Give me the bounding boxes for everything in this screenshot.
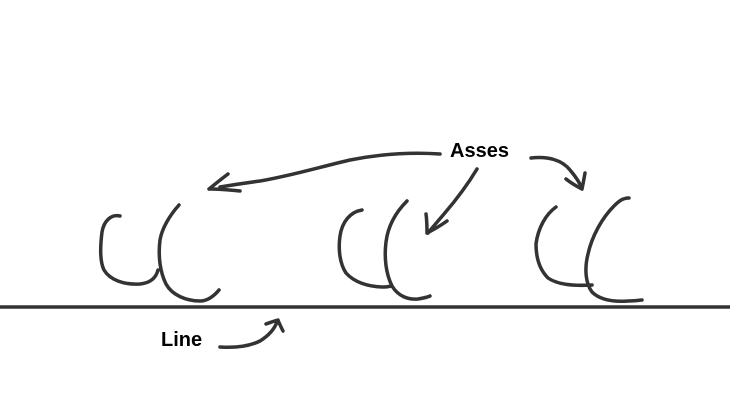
butt-right-cheek-2 <box>584 196 644 303</box>
arrow-to-right-figure <box>529 155 587 191</box>
arrow-to-ground-line <box>218 318 285 349</box>
butt-figure-middle <box>337 199 432 301</box>
butt-right-cheek-1 <box>534 205 594 288</box>
butt-left-cheek-2 <box>157 203 221 303</box>
asses-label: Asses <box>450 140 509 162</box>
asses-arrows <box>207 151 587 235</box>
butt-figure-right <box>534 196 644 303</box>
butt-middle-cheek-1 <box>337 208 394 289</box>
arrow-to-middle-figure <box>424 167 479 235</box>
line-label: Line <box>161 329 202 351</box>
butt-left-cheek-1 <box>98 213 160 286</box>
arrow-to-left-figure <box>207 151 442 193</box>
butt-figure-left <box>98 203 221 303</box>
butt-middle-cheek-2 <box>383 199 432 301</box>
